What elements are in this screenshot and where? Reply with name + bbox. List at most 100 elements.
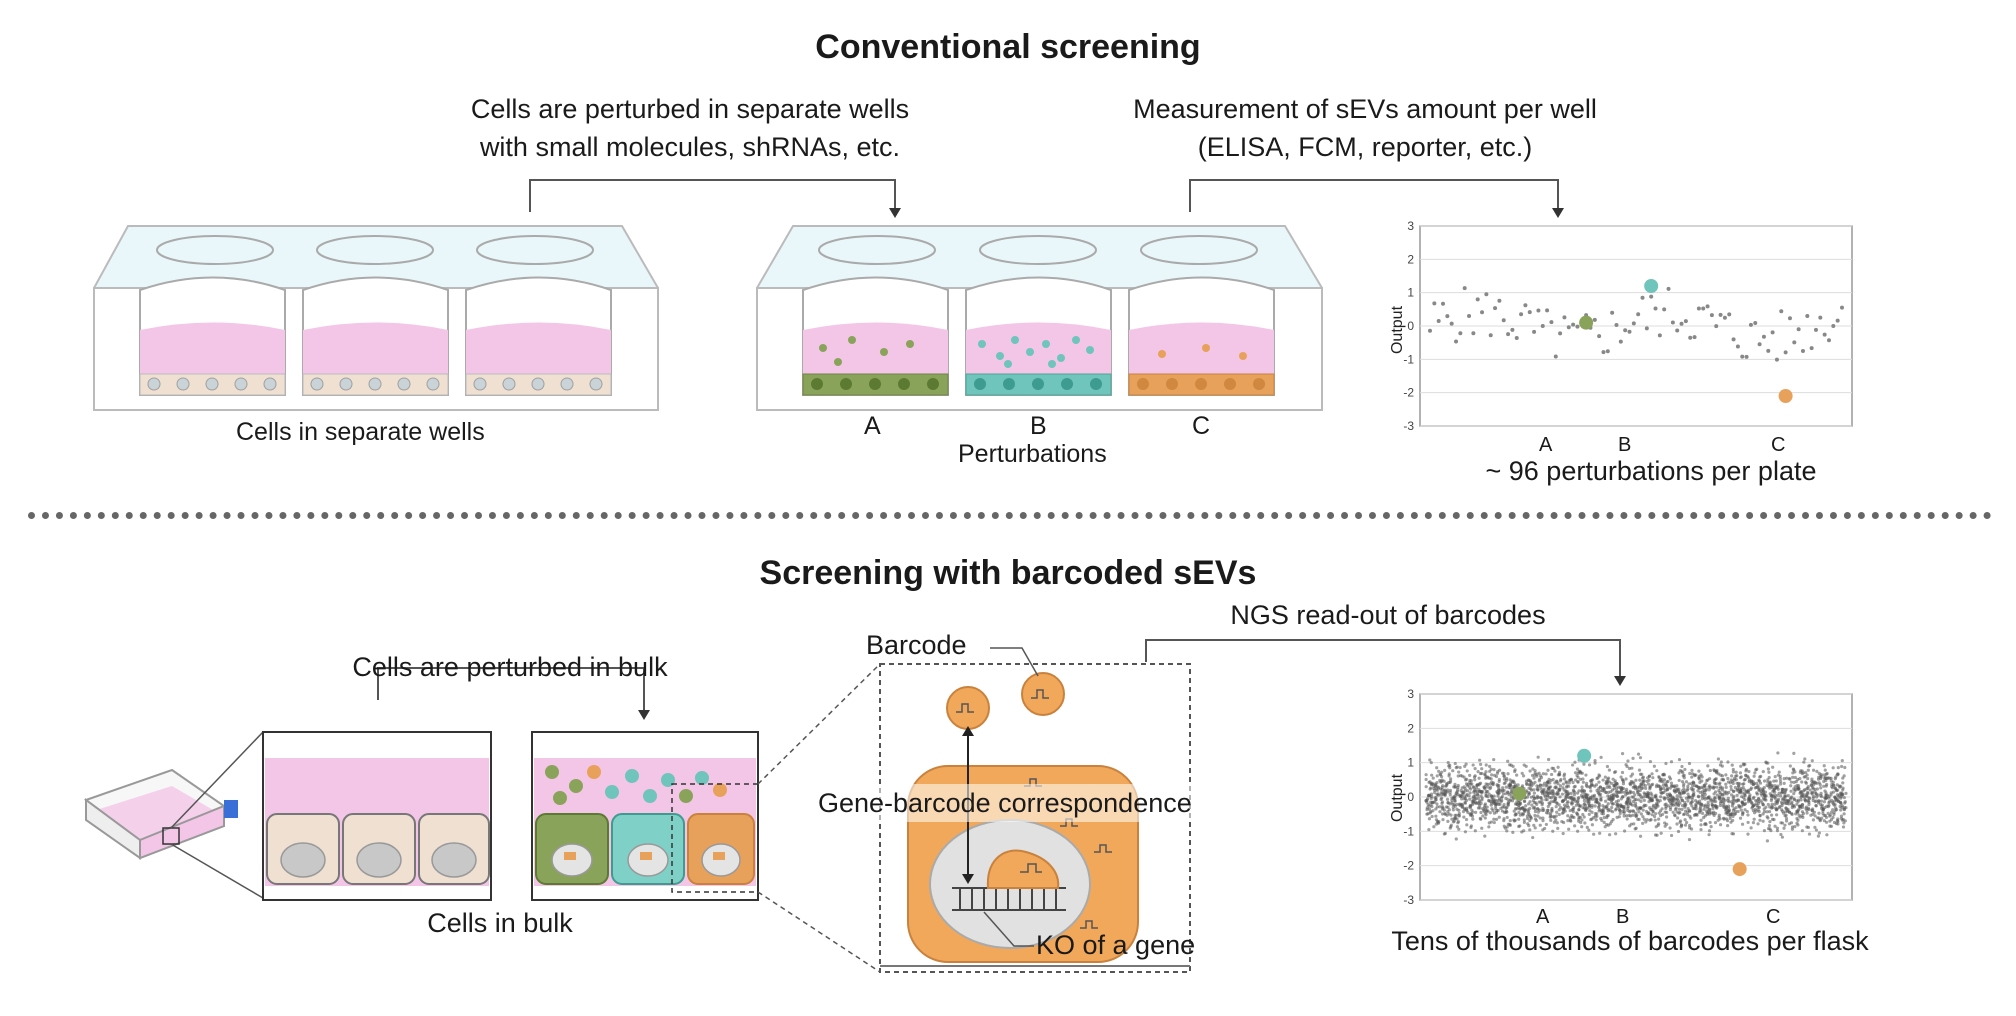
data-point [1583, 821, 1587, 825]
data-point [1457, 770, 1461, 774]
data-point [1788, 777, 1792, 781]
data-point [1491, 799, 1495, 803]
data-point [1690, 775, 1694, 779]
data-point [1829, 824, 1833, 828]
data-point [1765, 839, 1770, 843]
data-point [1536, 788, 1540, 792]
data-point [1592, 317, 1597, 322]
data-point [1453, 782, 1457, 786]
data-point [1455, 789, 1460, 793]
data-point [1543, 826, 1547, 831]
data-point [1462, 775, 1466, 779]
data-point [1601, 778, 1605, 782]
data-point [1744, 769, 1748, 773]
data-point [1771, 789, 1775, 793]
data-point [1751, 820, 1756, 825]
data-point [1497, 815, 1501, 819]
data-point [1632, 822, 1636, 826]
data-point [1641, 808, 1645, 812]
data-point [1766, 348, 1771, 353]
data-point [1583, 808, 1588, 812]
data-point [1471, 817, 1475, 821]
data-point [1683, 818, 1687, 822]
data-point [1493, 306, 1498, 311]
caption-measure-line1: Measurement of sEVs amount per well [1133, 94, 1597, 124]
data-point [1550, 808, 1554, 812]
data-point [1818, 802, 1823, 806]
data-point [1539, 796, 1543, 800]
data-point [1824, 796, 1828, 800]
data-point [1682, 773, 1686, 777]
data-point [1595, 814, 1599, 818]
data-point [1635, 788, 1639, 792]
highlight-point-b [1577, 748, 1592, 763]
data-point [1588, 785, 1592, 789]
data-point [1448, 793, 1452, 797]
data-point [1627, 329, 1632, 334]
data-point [1571, 788, 1575, 792]
data-point [1465, 809, 1469, 813]
data-point [1597, 780, 1601, 784]
data-point [1602, 820, 1606, 824]
data-point [1527, 792, 1532, 796]
cell-nuclei-plate1 [147, 377, 603, 391]
data-point [1468, 812, 1472, 816]
data-point [1569, 777, 1573, 781]
data-point [1531, 835, 1535, 840]
data-point [1675, 794, 1679, 798]
data-point [1597, 804, 1601, 808]
data-point [1722, 315, 1727, 320]
data-point [1626, 806, 1630, 810]
data-point [1541, 808, 1545, 813]
data-point [1740, 354, 1745, 359]
data-point [1720, 792, 1724, 796]
data-point [1697, 785, 1701, 790]
data-point [1551, 778, 1555, 782]
data-point [1677, 807, 1681, 811]
data-point [1726, 760, 1730, 764]
data-point [1456, 820, 1461, 824]
data-point [1564, 789, 1568, 793]
data-point [1546, 780, 1550, 784]
data-point [1664, 802, 1668, 806]
data-point [1533, 780, 1537, 784]
data-point [1683, 823, 1688, 827]
data-point [1639, 812, 1643, 816]
data-point [1611, 794, 1615, 798]
data-point [1468, 803, 1473, 807]
data-point [1811, 796, 1815, 800]
data-point [1513, 813, 1517, 817]
data-point [1591, 783, 1595, 787]
data-point [1839, 814, 1844, 818]
data-point [1587, 828, 1591, 832]
data-point [1524, 804, 1528, 808]
data-point [1484, 794, 1488, 798]
plot1-xtick-c: C [1771, 434, 1786, 456]
data-point [1737, 784, 1741, 788]
data-point [1462, 795, 1467, 799]
data-point [1570, 802, 1574, 806]
data-point [1476, 769, 1480, 774]
data-point [1500, 794, 1504, 799]
data-point [1763, 790, 1768, 794]
data-point [1431, 809, 1435, 813]
data-point [1721, 778, 1725, 782]
data-point [1665, 788, 1669, 792]
data-point [1706, 796, 1710, 800]
data-point [1782, 826, 1786, 830]
data-point [1738, 771, 1743, 775]
data-point [1758, 814, 1762, 818]
data-point [1807, 764, 1811, 768]
data-point [1625, 800, 1629, 804]
data-point [1636, 817, 1640, 821]
data-point [1483, 816, 1487, 820]
data-point [1486, 785, 1490, 789]
data-point [1843, 819, 1847, 823]
data-point [1470, 782, 1474, 786]
data-point [1718, 786, 1722, 790]
data-point [1475, 297, 1480, 302]
data-point [1577, 808, 1581, 812]
data-point [1615, 789, 1619, 793]
data-point [1629, 779, 1633, 784]
